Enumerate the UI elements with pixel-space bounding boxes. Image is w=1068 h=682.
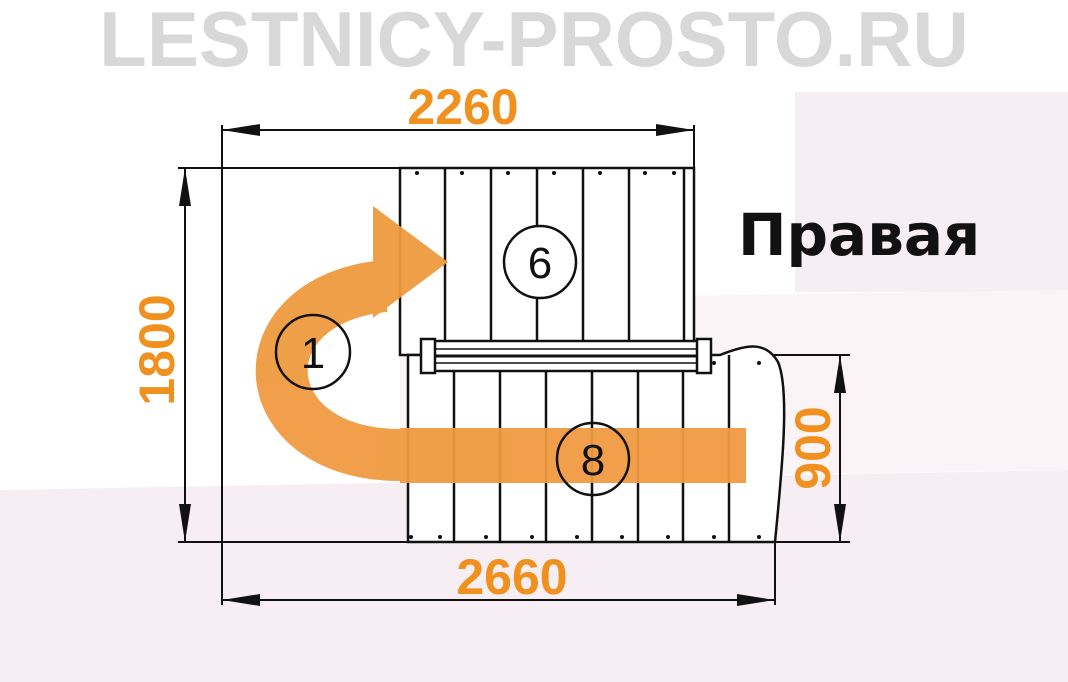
flight-label-1: 1	[274, 313, 352, 391]
background-band	[0, 470, 1068, 682]
stair-orientation-title: Правая	[738, 201, 980, 269]
landing-beam	[419, 337, 713, 375]
dimension-left: 1800	[129, 294, 185, 405]
dimension-right: 900	[785, 406, 841, 489]
background-band	[795, 92, 1068, 292]
svg-text:8: 8	[581, 436, 605, 485]
lower-flight-bolts	[409, 361, 761, 539]
dimension-top: 2260	[407, 79, 518, 135]
dimension-bottom: 2660	[456, 549, 567, 605]
flight-label-6: 6	[502, 224, 578, 300]
direction-arrow	[255, 206, 746, 483]
svg-text:1: 1	[301, 329, 325, 378]
svg-text:6: 6	[528, 239, 552, 288]
watermark: LESTNICY-PROSTO.RU	[99, 0, 969, 83]
dimension-arrowheads	[179, 124, 846, 606]
flight-label-8: 8	[555, 421, 631, 497]
upper-flight-bolts	[415, 171, 676, 175]
